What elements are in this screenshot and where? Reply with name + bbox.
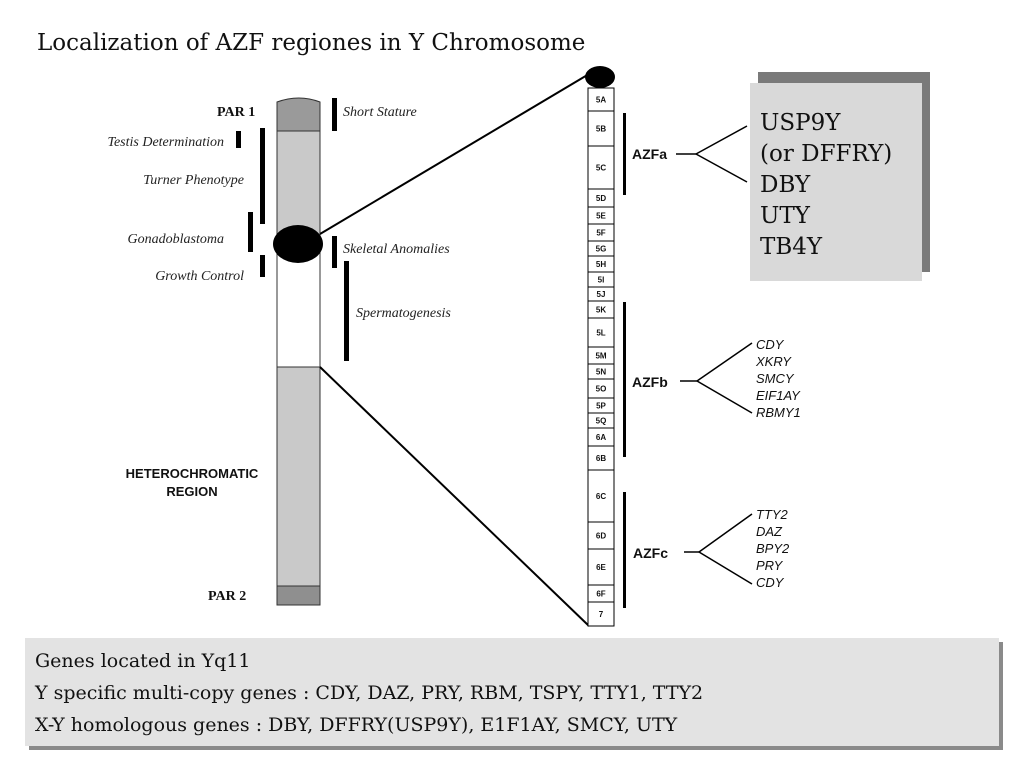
heterochromatic-segment [276,366,321,587]
page-title: Localization of AZF regiones in Y Chromo… [37,30,586,56]
azfc-gene: BPY2 [756,541,790,556]
band-label: 6A [596,433,606,442]
notes-line: X-Y homologous genes : DBY, DFFRY(USP9Y)… [35,714,678,736]
band-label: 5N [596,368,606,377]
band-label: 6B [596,454,606,463]
azfc-label: AZFc [633,545,668,561]
band-cell [587,145,615,190]
band-label: 5C [596,164,606,173]
band-label: 5L [596,329,605,338]
band-label: 6D [596,532,606,541]
band-label: 5Q [596,417,607,426]
gonadoblastoma-label: Gonadoblastoma [128,232,224,247]
heterochromatic-label-2: REGION [166,484,217,499]
band-label: 5G [596,245,607,254]
skeletal-anomalies-label: Skeletal Anomalies [343,242,450,257]
azfc-gene: PRY [756,558,784,573]
azfb-gene-list: CDY XKRY SMCY EIF1AY RBMY1 [755,337,801,420]
azfc-bracket [623,492,626,608]
short-arm-segment [276,130,321,238]
azfc-gene: DAZ [756,524,783,539]
azfa-gene: UTY [760,203,810,229]
band-label: 5H [596,260,606,269]
azfb-gene: XKRY [755,354,792,369]
skeletal-anomalies-bar [332,236,337,268]
band-label: 5O [596,385,607,394]
azfb-gene: CDY [756,337,785,352]
azfa-gene-box: USP9Y (or DFFRY) DBY UTY TB4Y [750,83,922,281]
band-label: 5A [596,96,606,105]
azfa-gene: (or DFFRY) [760,141,893,167]
par1-segment [276,97,321,132]
band-centromere [585,66,615,88]
par2-label: PAR 2 [208,589,246,604]
band-label: 5M [595,352,606,361]
azfb-gene: SMCY [756,371,795,386]
band-column: 5A 5B 5C 5D 5E 5F 5G 5H 5I 5J 5K 5L 5M 5N 5O 5P 5Q 6A 6B 6C… [587,87,615,627]
azfa-connectors [676,125,748,183]
azfb-gene: RBMY1 [756,405,801,420]
azfa-gene: TB4Y [760,234,823,260]
band-cell [587,445,615,471]
band-label: 5E [596,212,606,221]
azfa-bracket [623,113,626,195]
heterochromatic-label-1: HETEROCHROMATIC [126,466,259,481]
spermatogenesis-label: Spermatogenesis [356,306,451,321]
band-label: 5D [596,194,606,203]
growth-control-bar [260,255,265,277]
zoom-line-bottom [319,366,590,627]
band-label: 5J [597,290,606,299]
band-label: 5F [596,229,605,238]
gonadoblastoma-bar [248,212,253,252]
azfa-gene: DBY [760,172,811,198]
testis-determination-bar [236,131,241,148]
azfa-gene: USP9Y [760,110,841,136]
short-stature-label: Short Stature [343,105,417,120]
par1-label: PAR 1 [217,105,255,120]
turner-phenotype-bar [260,128,265,224]
azfb-gene: EIF1AY [756,388,801,403]
notes-line: Y specific multi-copy genes : CDY, DAZ, … [35,682,704,704]
band-cell [587,317,615,348]
zoom-line-top [319,73,590,235]
band-label: 5B [596,125,606,134]
growth-control-label: Growth Control [155,269,244,284]
band-label: 5K [596,306,606,315]
band-cell [587,601,615,627]
azfb-connectors [680,342,753,414]
azfb-bracket [623,302,626,457]
band-label: 6C [596,492,606,501]
azfc-connectors [684,513,753,585]
band-label: 5P [596,402,606,411]
azfa-label: AZFa [632,146,667,162]
band-label: 6E [596,563,606,572]
notes-line: Genes located in Yq11 [35,650,251,672]
azfc-gene: TTY2 [756,507,789,522]
par2-segment [276,585,321,606]
band-cell [587,548,615,586]
band-cell [587,469,615,523]
notes-box: Genes located in Yq11 Y specific multi-c… [25,638,999,746]
turner-phenotype-label: Turner Phenotype [143,173,244,188]
band-label: 5I [598,276,605,285]
centromere [273,225,323,263]
left-chromosome [273,97,323,606]
band-label: 7 [599,610,604,619]
band-label: 6F [596,590,605,599]
spermatogenesis-bar [344,261,349,361]
azfc-gene: CDY [756,575,785,590]
azfb-label: AZFb [632,374,668,390]
short-stature-bar [332,98,337,131]
testis-determination-label: Testis Determination [107,135,224,150]
azfc-gene-list: TTY2 DAZ BPY2 PRY CDY [756,507,790,590]
